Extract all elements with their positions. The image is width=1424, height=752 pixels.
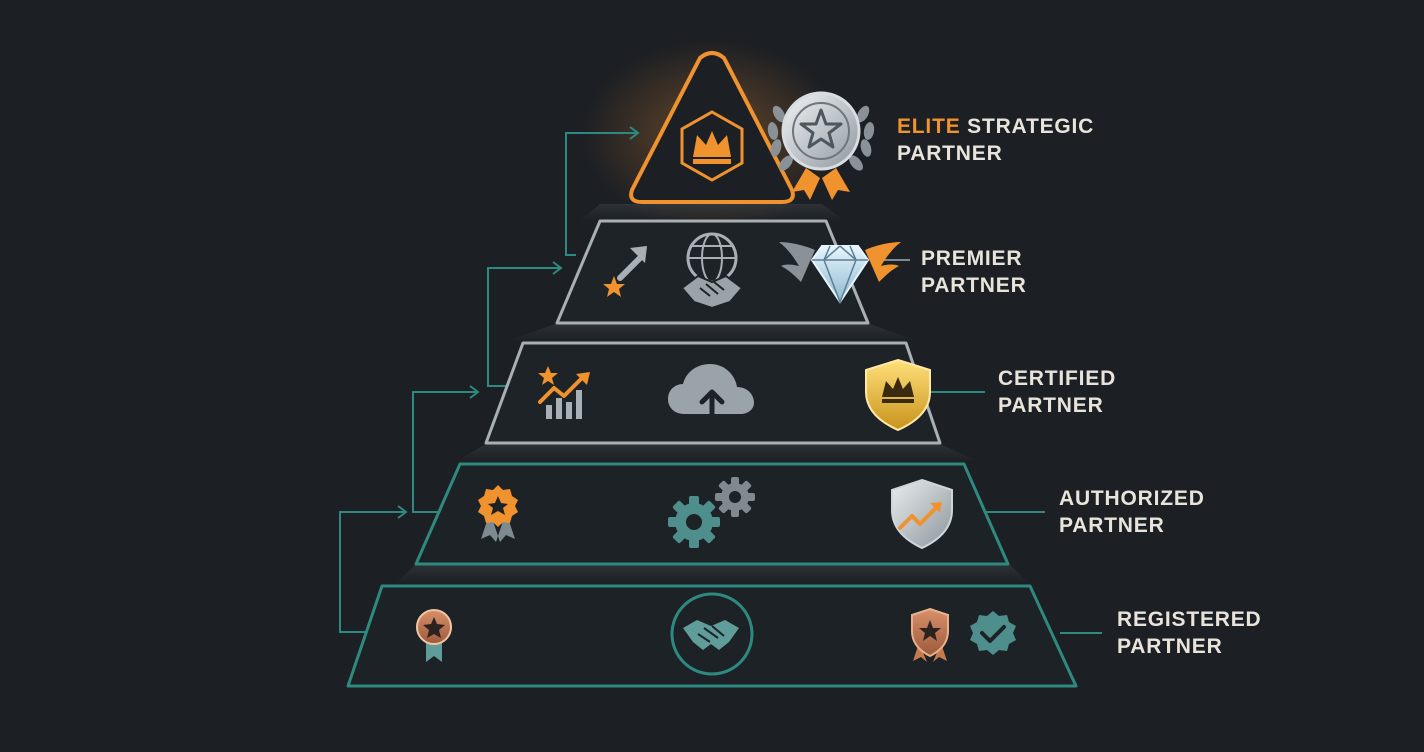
growth-arrow-star-icon bbox=[603, 246, 647, 297]
label-registered-partner: REGISTERED PARTNER bbox=[1117, 606, 1262, 660]
shadow-band bbox=[455, 444, 980, 462]
label-certified-line1: CERTIFIED bbox=[998, 367, 1117, 390]
tier-authorized bbox=[414, 462, 1010, 566]
connector-arrow-premier-to-elite bbox=[565, 132, 638, 256]
connector-arrow-certified-to-premier bbox=[487, 267, 561, 387]
gold-crown-shield-icon bbox=[865, 358, 931, 432]
bronze-medal-icon bbox=[416, 609, 452, 662]
label-premier-line2: PARTNER bbox=[921, 274, 1027, 297]
connector-arrow-authorized-to-certified bbox=[412, 391, 478, 513]
award-ribbon-icon bbox=[478, 485, 518, 542]
crown-hexagon-icon bbox=[680, 110, 744, 182]
cloud-upload-icon bbox=[668, 364, 754, 423]
shield-trend-icon bbox=[891, 478, 953, 550]
label-registered-line1: REGISTERED bbox=[1117, 608, 1262, 631]
label-authorized-line2: PARTNER bbox=[1059, 514, 1165, 537]
global-handshake-icon bbox=[680, 232, 744, 310]
label-premier-line1: PREMIER bbox=[921, 247, 1023, 270]
label-elite-strategic-partner: ELITE STRATEGIC PARTNER bbox=[897, 113, 1094, 167]
tier-elite bbox=[629, 51, 795, 204]
label-elite-rest: STRATEGIC bbox=[960, 115, 1095, 138]
growth-chart-star-icon bbox=[538, 366, 590, 419]
verified-check-badge-icon bbox=[970, 611, 1016, 655]
connector-arrows bbox=[339, 126, 640, 633]
handshake-circle-icon bbox=[670, 592, 754, 676]
label-elite-line2: PARTNER bbox=[897, 142, 1003, 165]
label-certified-line2: PARTNER bbox=[998, 394, 1104, 417]
winged-diamond-icon bbox=[779, 242, 901, 305]
label-authorized-line1: AUTHORIZED bbox=[1059, 487, 1205, 510]
connector-arrow-registered-to-authorized bbox=[339, 511, 406, 633]
label-elite-accent: ELITE bbox=[897, 115, 961, 138]
shadow-band bbox=[505, 324, 920, 342]
label-premier-partner: PREMIER PARTNER bbox=[921, 245, 1027, 299]
bronze-shield-badge-icon bbox=[911, 607, 949, 662]
shadow-band bbox=[578, 204, 846, 222]
gears-icon bbox=[668, 477, 755, 548]
label-authorized-partner: AUTHORIZED PARTNER bbox=[1059, 485, 1205, 539]
label-certified-partner: CERTIFIED PARTNER bbox=[998, 365, 1116, 419]
silver-star-medal-icon bbox=[767, 91, 875, 200]
label-registered-line2: PARTNER bbox=[1117, 635, 1223, 658]
shadow-band bbox=[395, 565, 1030, 584]
